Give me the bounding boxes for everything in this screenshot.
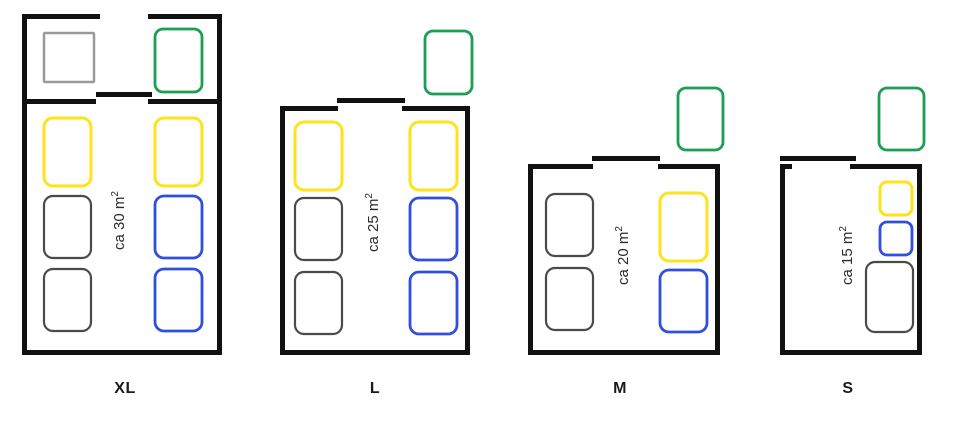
xl-left-wall-vestibule: [22, 14, 27, 103]
l-box-blue-right-2: [408, 270, 459, 336]
l-top-wall-right: [402, 106, 470, 111]
s-box-yellow: [878, 180, 914, 217]
xl-top-wall-right: [148, 14, 222, 19]
s-left-wall: [780, 164, 785, 355]
l-area-label: ca 25 m2: [364, 193, 382, 252]
m-left-wall: [528, 164, 533, 355]
s-box-blue: [878, 220, 914, 257]
l-right-wall: [465, 106, 470, 355]
l-box-gray-left-2: [293, 270, 344, 336]
unit-m-label: M: [613, 380, 627, 397]
unit-l-plan: ca 25 m2: [280, 29, 474, 355]
s-top-wall-right: [850, 164, 922, 169]
unit-xl-plan: ca 30 m2: [22, 14, 222, 355]
m-area-label: ca 20 m2: [614, 226, 632, 285]
m-exterior-green-box: [676, 86, 725, 152]
l-exterior-green-box: [423, 29, 474, 96]
unit-s-label: S: [842, 380, 854, 397]
m-box-yellow-right: [658, 191, 709, 263]
unit-l[interactable]: ca 25 m2 L: [250, 0, 500, 429]
m-top-wall-right: [658, 164, 720, 169]
s-bottom-wall: [780, 350, 922, 355]
unit-s-plan: ca 15 m2: [780, 86, 926, 355]
s-exterior-green-box: [877, 86, 926, 152]
unit-s[interactable]: ca 15 m2 S: [740, 0, 956, 429]
l-bottom-wall: [280, 350, 470, 355]
l-area-main: ca 25 m: [365, 199, 382, 252]
l-area-sup: 2: [364, 193, 375, 199]
xl-box-gray-left-1: [42, 194, 93, 260]
xl-area-sup: 2: [110, 191, 121, 197]
xl-left-wall-main: [22, 103, 27, 355]
l-box-yellow-right: [408, 120, 459, 192]
l-top-wall-left: [280, 106, 338, 111]
m-bottom-wall: [528, 350, 720, 355]
l-left-wall: [280, 106, 285, 355]
m-area-main: ca 20 m: [615, 232, 632, 285]
m-box-blue-right: [658, 268, 709, 334]
xl-area-label: ca 30 m2: [110, 191, 128, 250]
xl-box-yellow-right: [153, 116, 204, 188]
xl-top-wall-left: [22, 14, 100, 19]
s-top-wall-left-stub: [780, 164, 792, 169]
unit-l-label: L: [369, 380, 381, 397]
xl-divider-wall-right: [148, 99, 222, 104]
xl-box-blue-right-2: [153, 267, 204, 333]
xl-divider-wall-left: [22, 99, 96, 104]
xl-vestibule-green-box: [153, 27, 204, 94]
l-entrance-door-leaf: [337, 98, 405, 103]
s-area-annotation: ca 15 m2: [838, 226, 856, 285]
m-top-wall-left: [528, 164, 593, 169]
l-box-blue-right-1: [408, 196, 459, 262]
unit-m-plan: ca 20 m2: [528, 86, 725, 355]
xl-vestibule-gray-square: [42, 31, 96, 84]
unit-m[interactable]: ca 20 m2 M: [500, 0, 740, 429]
s-area-main: ca 15 m: [839, 232, 856, 285]
m-area-sup: 2: [614, 226, 625, 232]
m-box-gray-left-2: [544, 266, 595, 332]
unit-xl[interactable]: ca 30 m2 XL: [0, 0, 250, 429]
m-right-wall: [715, 164, 720, 355]
m-box-gray-left-1: [544, 192, 595, 258]
xl-right-wall-vestibule: [217, 14, 222, 103]
xl-area-main: ca 30 m: [111, 197, 128, 250]
s-area-sup: 2: [838, 226, 849, 232]
l-box-yellow-left: [293, 120, 344, 192]
xl-right-wall-main: [217, 103, 222, 355]
unit-xl-label: XL: [114, 380, 136, 397]
xl-bottom-wall: [22, 350, 222, 355]
m-area-annotation: ca 20 m2: [614, 226, 632, 285]
s-entrance-door-leaf: [780, 156, 856, 161]
xl-box-yellow-left: [42, 116, 93, 188]
s-right-wall: [917, 164, 922, 355]
xl-interior-door-leaf: [96, 92, 152, 97]
xl-box-gray-left-2: [42, 267, 93, 333]
s-area-label: ca 15 m2: [838, 226, 856, 285]
s-box-gray: [864, 260, 915, 334]
l-box-gray-left-1: [293, 196, 344, 262]
xl-area-annotation: ca 30 m2: [110, 191, 128, 250]
xl-box-blue-right-1: [153, 194, 204, 260]
m-entrance-door-leaf: [592, 156, 660, 161]
l-area-annotation: ca 25 m2: [364, 193, 382, 252]
